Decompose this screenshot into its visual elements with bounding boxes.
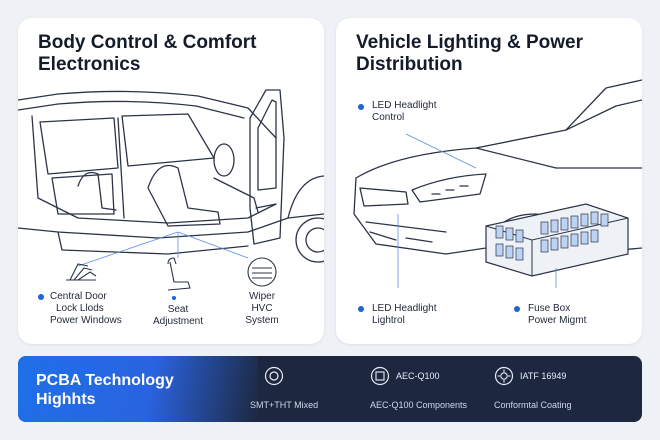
- banner-accent: [18, 356, 258, 422]
- label-headlight-lightrol: LED Headlight Lightrol: [372, 303, 482, 327]
- feature-caption: Conformtal Coating: [494, 400, 572, 410]
- label-line: Seat: [167, 304, 189, 315]
- callout-dot: [358, 306, 364, 312]
- label-door-lock: Central Door Lock Llods Power Windows: [50, 291, 140, 327]
- wiper-icon: [247, 257, 277, 287]
- label-line: Fuse Box: [528, 303, 571, 314]
- label-line: HVC: [251, 303, 273, 314]
- feature-heading: IATF 16949: [520, 371, 567, 381]
- callout-dot: [38, 294, 44, 300]
- label-headlight-control: LED Headlight Control: [372, 100, 482, 124]
- pcba-highlights-banner: PCBA Technology Highhts SMT+THT Mixed AE…: [18, 356, 642, 422]
- chip-icon: [370, 366, 390, 386]
- car-front-illustration: [353, 79, 642, 288]
- label-line: LED Headlight: [372, 100, 437, 111]
- seat-icon: [167, 257, 191, 291]
- label-line: Lightrol: [372, 315, 405, 326]
- door-lock-icon: [66, 263, 97, 281]
- feature-iatf: IATF 16949 Conformtal Coating: [494, 364, 624, 416]
- label-line: Power Migmt: [528, 315, 587, 326]
- label-line: Central Door: [50, 291, 107, 302]
- banner-title: PCBA Technology Highhts: [36, 372, 174, 408]
- label-line: LED Headlight: [372, 303, 437, 314]
- label-fuse-box: Fuse Box Power Migmt: [528, 303, 628, 327]
- feature-smt-tht: SMT+THT Mixed: [250, 364, 380, 416]
- panel-title: Vehicle Lighting & Power Distribution: [356, 32, 583, 75]
- feature-heading: AEC-Q100: [396, 371, 440, 381]
- label-line: Lock Llods: [56, 303, 104, 314]
- label-line: System: [245, 315, 279, 326]
- feature-aec-q100: AEC-Q100 AEC-Q100 Components: [370, 364, 500, 416]
- label-line: Power Windows: [50, 315, 122, 326]
- feature-caption: SMT+THT Mixed: [250, 400, 319, 410]
- body-control-panel: Body Control & Comfort Electronics Centr…: [18, 18, 324, 344]
- feature-caption: AEC-Q100 Components: [370, 400, 468, 410]
- lighting-power-panel: Vehicle Lighting & Power Distribution LE…: [336, 18, 642, 344]
- callout-dot: [514, 306, 520, 312]
- callout-dot: [358, 104, 364, 110]
- callout-dot: [172, 296, 176, 300]
- seal-icon: [264, 366, 284, 386]
- panel-title: Body Control & Comfort Electronics: [38, 32, 257, 75]
- label-wiper: Wiper HVC System: [224, 291, 300, 327]
- label-seat: Seat Adjustment: [138, 304, 218, 328]
- label-line: Control: [372, 112, 405, 123]
- fuse-box-illustration: [485, 203, 629, 277]
- car-interior-illustration: [18, 89, 324, 291]
- label-line: Adjustment: [152, 316, 204, 327]
- gear-icon: [494, 366, 514, 386]
- label-line: Wiper: [248, 291, 276, 302]
